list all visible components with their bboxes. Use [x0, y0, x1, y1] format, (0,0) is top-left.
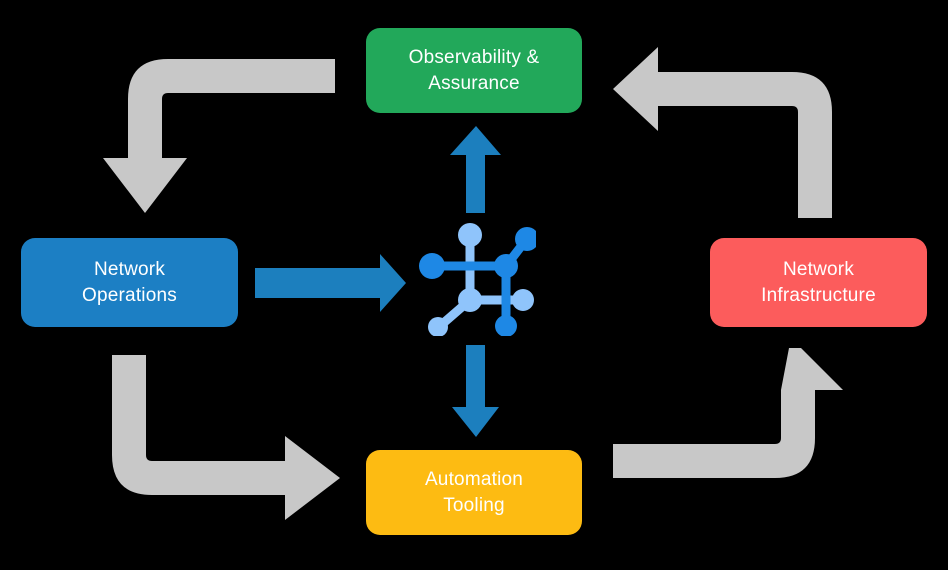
node-automation-tooling[interactable]: Automation Tooling	[366, 450, 582, 535]
node-network-operations[interactable]: Network Operations	[21, 238, 238, 327]
topology-light-edges	[435, 231, 528, 331]
topology-dark-nodes	[419, 227, 536, 336]
node-observability-assurance[interactable]: Observability & Assurance	[366, 28, 582, 113]
connector-observability-to-ops	[103, 59, 335, 213]
network-topology-icon	[419, 223, 536, 336]
connector-automation-to-infrastructure	[613, 348, 843, 478]
topology-dark-edges	[427, 235, 531, 331]
connector-center-to-automation	[452, 345, 499, 437]
topology-light-nodes	[428, 223, 534, 336]
connector-center-to-observability	[450, 126, 501, 213]
connector-ops-to-center	[255, 254, 406, 312]
connector-ops-to-automation	[112, 355, 340, 520]
connector-infrastructure-to-observability	[613, 47, 832, 218]
node-network-infrastructure[interactable]: Network Infrastructure	[710, 238, 927, 327]
